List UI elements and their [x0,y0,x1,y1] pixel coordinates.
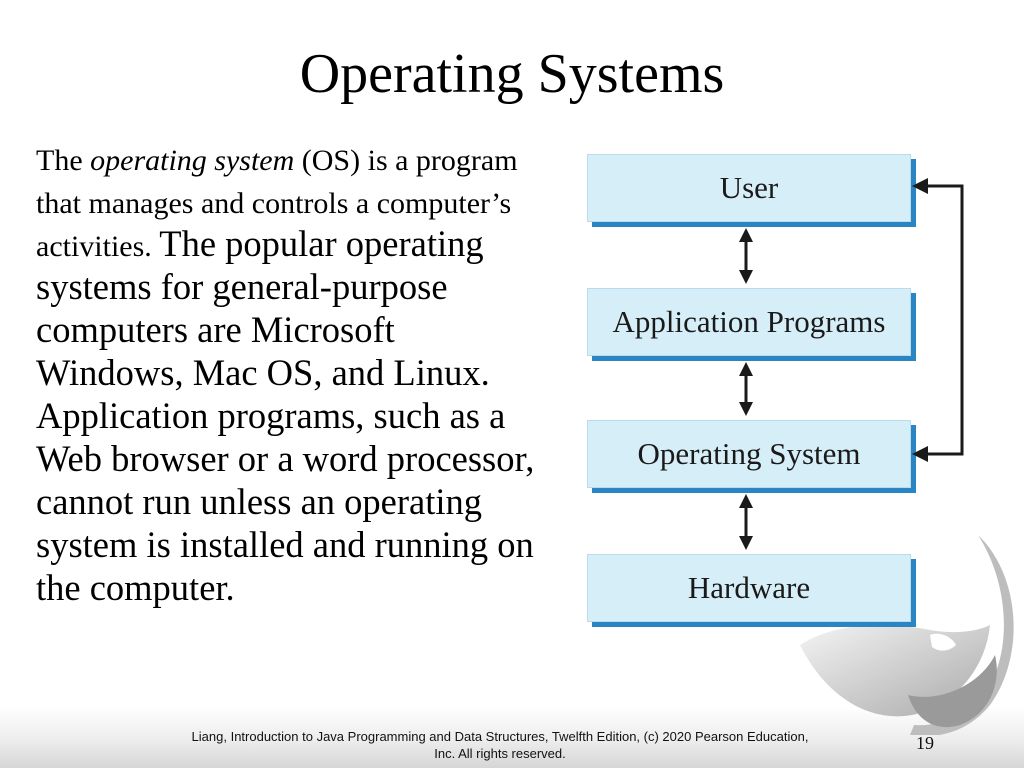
diagram-arrows [739,178,964,550]
footer-band [0,706,1024,768]
slide-title: Operating Systems [299,43,725,105]
double-arrow-icon [739,228,753,284]
body-intro: The [36,144,91,177]
layer-box-hardware: Hardware [587,554,911,622]
layer-box-user: User [587,154,911,222]
double-arrow-icon [739,362,753,416]
arrow-head-to-os-icon [912,446,928,462]
layer-box-operating-system: Operating System [587,420,911,488]
page-number: 19 [916,733,934,753]
footer-credit: Liang, Introduction to Java Programming … [191,729,809,761]
arrow-head-to-user-icon [912,178,928,194]
double-arrow-icon [739,494,753,550]
bracket-arrow-icon [925,184,964,456]
body-paragraph: The operating system (OS) is a program t… [36,136,536,609]
layer-box-application-programs: Application Programs [587,288,911,356]
globe-decoration-icon [800,535,1014,735]
body-main: The popular operating systems for genera… [36,223,535,608]
body-term: operating system [90,144,295,177]
os-layer-diagram: User Application Programs Operating Syst… [585,148,975,633]
body-definition: (OS) is a program that manages and contr… [36,144,518,263]
